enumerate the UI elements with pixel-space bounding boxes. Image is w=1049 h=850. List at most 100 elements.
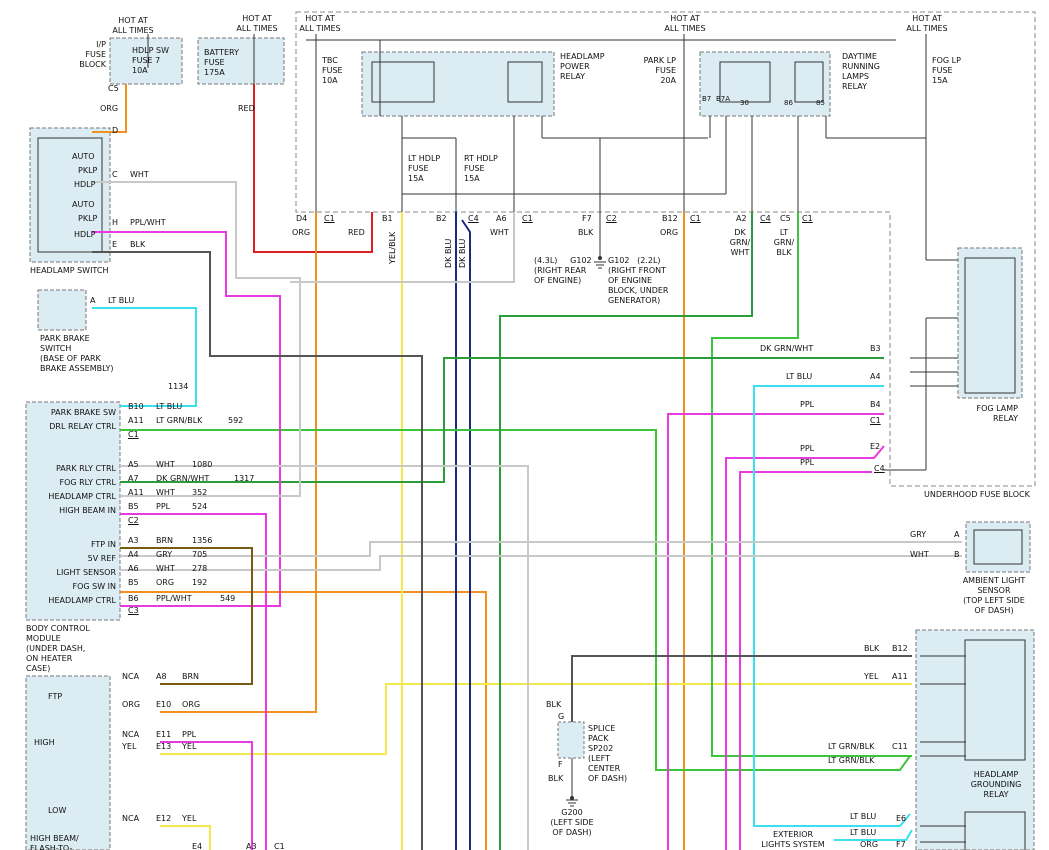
wire-dkgrnwht-fog [120, 357, 884, 483]
gr-wire-org: ORG [860, 840, 879, 849]
headlamp-switch-label: HEADLAMP SWITCH [30, 266, 109, 275]
bcm-wire-pin: A6 [128, 564, 139, 573]
wire-ppl-e11 [160, 741, 253, 850]
ip-fuse-box [109, 37, 183, 85]
hot-label-1: HOT AT ALL TIMES [112, 16, 154, 35]
sp-pin-g: G [558, 712, 565, 721]
hb-pin-e11: E11 [156, 730, 172, 739]
sw-pin-h: H [112, 218, 119, 227]
bcm-wire-color: WHT [156, 564, 175, 573]
bcm-wire-color: LT GRN/BLK [156, 416, 203, 425]
conn-b2-c4: C4 [468, 214, 479, 223]
sw-pklp-2: PKLP [78, 214, 98, 223]
conn-d4: D4 [296, 214, 308, 223]
bcm-wire-circuit: 1356 [192, 536, 213, 545]
fog-lp-fuse-label: FOG LP FUSE 15A [932, 56, 961, 85]
pin-c5: C5 [108, 84, 119, 93]
drl-relay-box [699, 51, 831, 117]
wire-org-tbc [160, 212, 317, 713]
exterior-lights-label: EXTERIOR LIGHTS SYSTEM [761, 830, 825, 849]
bcm-wire-color: WHT [156, 460, 175, 469]
ambient-sensor-label: AMBIENT LIGHT SENSOR (TOP LEFT SIDE OF D… [962, 576, 1026, 615]
conn-f7-c2: C2 [606, 214, 617, 223]
underhood-fuse-block-label: UNDERHOOD FUSE BLOCK [924, 490, 1030, 499]
conn-b2: B2 [436, 214, 447, 223]
park-brake-box [37, 289, 87, 331]
sp-wire-blk-bot: BLK [548, 774, 564, 783]
gr-wire-ltgrnblk-2: LT GRN/BLK [828, 756, 875, 765]
relay3-inner [719, 61, 771, 103]
hb-pin-e4: E4 [192, 842, 203, 850]
wire-label-org-ip: ORG [100, 104, 119, 113]
gr-pin-b12: B12 [892, 644, 908, 653]
wire-dkgrnwht [499, 212, 753, 850]
wire-red [253, 84, 373, 253]
wire-label-ppl-1: PPL [800, 400, 815, 409]
park-lp-fuse-label: PARK LP FUSE 20A [643, 56, 676, 85]
hb-nca-1: NCA [122, 672, 140, 681]
wire-wht-a6 [290, 212, 515, 283]
rt-hdlp-fuse-label: RT HDLP FUSE 15A [464, 154, 498, 183]
wire-org-ipfuse [92, 84, 127, 133]
headlamp-switch-box [29, 127, 111, 263]
bcm-wire-circuit: 549 [220, 594, 236, 603]
wire-yel-a11 [160, 683, 912, 755]
bcm-wire-pin: B5 [128, 502, 139, 511]
bcm-pin-name: LIGHT SENSOR [56, 568, 116, 577]
bcm-wire-pin: B10 [128, 402, 144, 411]
fog-lamp-relay-label: FOG LAMP RELAY [976, 404, 1018, 423]
pin-b7a: B7A [716, 95, 731, 103]
conn-a2-c4: C4 [760, 214, 771, 223]
hb-high: HIGH [34, 738, 55, 747]
conn-b1: B1 [382, 214, 393, 223]
gr-pin-e6: E6 [896, 814, 907, 823]
grounding-relay-box [915, 629, 1035, 850]
hb-wire-org-l: ORG [122, 700, 141, 709]
wire-pplwht [92, 231, 281, 607]
wire-label-ppl-3: PPL [800, 458, 815, 467]
circuit-1134: 1134 [168, 382, 189, 391]
pb-wire-ltblu: LT BLU [108, 296, 135, 305]
hdlp-sw-fuse-label: HDLP SW FUSE 7 10A [132, 46, 169, 75]
grounding-relay-inner2 [964, 811, 1026, 850]
wire-wht-parkrly [120, 465, 529, 850]
conn-dkblu-2: DK BLU [458, 238, 467, 268]
splice-pack-box [557, 721, 585, 759]
bcm-wire-circuit: 705 [192, 550, 208, 559]
wire-ltgrnblk-drl [120, 429, 911, 771]
ip-fuse-block-label: I/P FUSE BLOCK [79, 40, 106, 69]
ambient-sensor-inner [973, 529, 1023, 565]
pin-a4: A4 [870, 372, 881, 381]
conn-dkblu-1: DK BLU [444, 238, 453, 268]
sp-pin-f: F [558, 760, 563, 769]
thin-lines [147, 34, 966, 843]
wire-ltgrnblk-c5 [711, 212, 912, 757]
gr-wire-yel: YEL [864, 672, 879, 681]
battery-fuse-label: BATTERY FUSE 175A [204, 48, 239, 77]
bcm-wire-circuit: 592 [228, 416, 244, 425]
gr-wire-ltgrnblk-1: LT GRN/BLK [828, 742, 875, 751]
sw-auto-2: AUTO [72, 200, 95, 209]
conn-b1-color: RED [348, 228, 365, 237]
bcm-pin-name: HIGH BEAM IN [59, 506, 116, 515]
headlamp-grounding-relay-label: HEADLAMP GROUNDING RELAY [970, 770, 1022, 799]
lt-hdlp-fuse-label: LT HDLP FUSE 15A [408, 154, 441, 183]
grounding-relay-inner [964, 639, 1026, 761]
g102-43l-label: (4.3L) G102 (RIGHT REAR OF ENGINE) [534, 256, 592, 285]
hb-wire-org-r: ORG [182, 700, 201, 709]
amb-wire-wht: WHT [910, 550, 929, 559]
bcm-wire-color: PPL [156, 502, 171, 511]
bcm-wire-circuit: 1317 [234, 474, 255, 483]
bcm-wire-pin: A4 [128, 550, 139, 559]
pin-85: 85 [816, 99, 825, 107]
wire-ppl-b4right [667, 413, 884, 850]
amb-pin-b: B [954, 550, 960, 559]
conn-c5: C5 [780, 214, 791, 223]
relay1-inner [371, 61, 435, 103]
bcm-wire-circuit: 352 [192, 488, 208, 497]
wire-blk-switch [92, 251, 423, 850]
hot-label-2: HOT AT ALL TIMES [236, 14, 278, 33]
bcm-wire-pin: A11 [128, 488, 144, 497]
hb-wire-brn: BRN [182, 672, 200, 681]
bcm-pin-name: FTP IN [90, 540, 116, 549]
